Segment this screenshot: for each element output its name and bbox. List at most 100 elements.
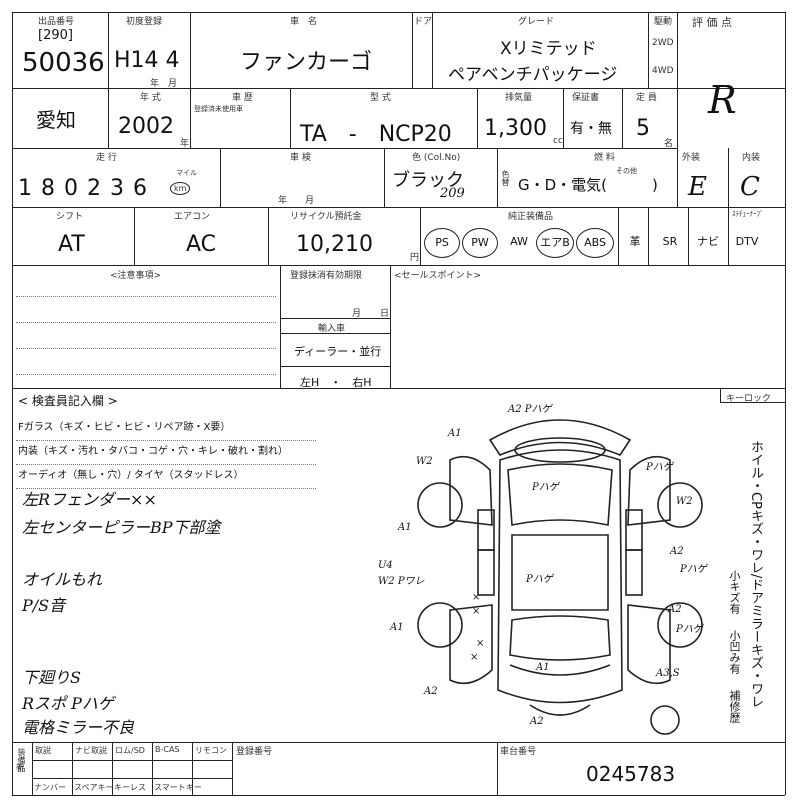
car-mark: A2: [530, 716, 544, 727]
car-mark: A2: [670, 546, 684, 557]
history-sub: 登録済未使用車: [194, 105, 243, 113]
grade-line2: ペアベンチパッケージ: [448, 65, 618, 85]
year-label: 年 式: [140, 93, 161, 103]
footer-label: ナビ取説: [75, 746, 107, 755]
right-sub1: 小キズ有: [728, 570, 741, 614]
recycle-label: リサイクル預託金: [290, 212, 362, 222]
interior-value: C: [740, 172, 760, 202]
shift-value: AT: [58, 232, 85, 257]
day-label: 日: [380, 309, 390, 319]
inspector-note: P/S音: [22, 596, 66, 615]
inspection-line3: オーディオ（無し・穴）/ タイヤ（スタッドレス）: [18, 470, 244, 481]
car-mark: Pハゲ: [532, 482, 559, 493]
dotted-line: [16, 322, 276, 323]
inspection-label: 車 検: [290, 153, 311, 163]
grade-label: グレード: [518, 17, 555, 27]
dotted-line: [16, 488, 316, 489]
car-diagram: [417, 419, 703, 735]
footer-label: 取説: [35, 746, 51, 755]
fuel-value: G・D・電気( ): [518, 176, 658, 194]
tuner-label: ｽﾃﾁｭｰﾅｰﾌﾞ: [732, 210, 764, 218]
sales-point-label: <セールスポイント>: [394, 271, 482, 281]
equipment-item: DTV: [735, 235, 759, 248]
car-mark: A2: [668, 604, 682, 615]
right-sub3: 補修歴: [728, 690, 741, 723]
mileage-unit-km: km: [170, 182, 191, 195]
warranty-value: 有・無: [570, 121, 612, 137]
caution-label: <注意事項>: [110, 271, 162, 281]
car-mark: A1: [398, 522, 412, 533]
interior-label: 内装: [742, 153, 761, 163]
exhibit-no-label: 出品番号: [38, 17, 75, 27]
mileage-unit-mile: マイル: [176, 169, 197, 177]
year-value: 2002: [118, 114, 174, 139]
dealer-label: ディーラー・並行: [294, 345, 382, 358]
exterior-label: 外装: [682, 153, 701, 163]
inspection-title: < 検査員記入欄 >: [18, 394, 118, 408]
car-mark: ×: [472, 606, 481, 617]
car-mark: Pハゲ: [646, 462, 673, 473]
car-mark: ×: [472, 592, 481, 603]
shift-label: シフト: [56, 212, 84, 222]
model-value: TA - NCP20: [300, 122, 452, 147]
history-label: 車 歴: [232, 93, 253, 103]
equipment-item: ナビ: [697, 235, 719, 248]
footer-label: ロム/SD: [115, 746, 145, 755]
equipment-item: ABS: [576, 228, 614, 258]
inspector-note: 左Rフェンダー××: [22, 490, 157, 509]
car-mark: A2: [424, 686, 438, 697]
equipment-item: AW: [510, 235, 528, 248]
equipment-label: 純正装備品: [508, 212, 554, 222]
import-label: 輸入車: [318, 324, 346, 334]
color-value: ブラック: [392, 170, 464, 191]
color-label: 色 (Col.No): [412, 153, 461, 163]
footer-label: キーレス: [114, 783, 146, 792]
footer-label: ナンバー: [34, 783, 66, 792]
dotted-line: [16, 348, 276, 349]
footer-label: リモコン: [195, 746, 227, 755]
first-reg-sub: 年 月: [150, 79, 178, 89]
color-code: 209: [440, 186, 465, 201]
footer-label: 新: [16, 763, 24, 772]
inspector-note: オイルもれ: [22, 570, 103, 589]
car-mark: ×: [470, 652, 479, 663]
displacement-label: 排気量: [505, 93, 533, 103]
color-change-label: 色替: [501, 170, 510, 186]
right-sub2: 小凹み有: [728, 630, 741, 674]
car-name: ファンカーゴ: [240, 50, 373, 75]
equipment-item: PW: [462, 228, 498, 258]
car-mark: W2: [676, 496, 693, 507]
drive-2wd: 2WD: [652, 38, 674, 48]
reg-expiry-label: 登録抹消有効期限: [290, 271, 363, 281]
footer-label: スマートキー: [154, 783, 202, 792]
footer-side-label: 装備品: [17, 748, 26, 772]
car-name-label: 車 名: [290, 17, 318, 27]
car-mark: A2 Pハゲ: [508, 404, 552, 415]
fuel-label: 燃 料: [594, 153, 615, 163]
recycle-value: 10,210: [296, 232, 373, 257]
door-label: ドア: [414, 17, 433, 27]
equipment-item: エアB: [536, 228, 574, 258]
chassis-label: 車台番号: [500, 747, 537, 757]
inspector-note: Rスポ Pハゲ: [22, 694, 114, 713]
aircon-value: AC: [186, 232, 217, 257]
exterior-value: E: [688, 172, 707, 202]
inspection-sub: 年 月: [278, 196, 315, 206]
inspector-note: 下廻りS: [22, 668, 81, 687]
recycle-unit: 円: [410, 253, 420, 263]
mileage-value: 1 8 0 2 3 6: [18, 176, 148, 201]
aircon-label: エアコン: [174, 212, 211, 222]
capacity-label: 定 員: [636, 93, 657, 103]
car-mark: A1: [536, 662, 550, 673]
car-mark: W2 Pワレ: [378, 576, 425, 587]
dotted-line: [16, 374, 276, 375]
lot-number: 50036: [22, 48, 105, 78]
fuel-other: その他: [616, 167, 637, 175]
car-mark: Pハゲ: [676, 624, 703, 635]
footer-label: スペアキー: [74, 783, 114, 792]
equipment-item: 革: [629, 235, 641, 248]
mileage-label: 走 行: [96, 153, 117, 163]
month-label: 月: [352, 309, 362, 319]
warranty-label: 保証書: [572, 93, 600, 103]
drive-label: 駆動: [654, 17, 673, 27]
